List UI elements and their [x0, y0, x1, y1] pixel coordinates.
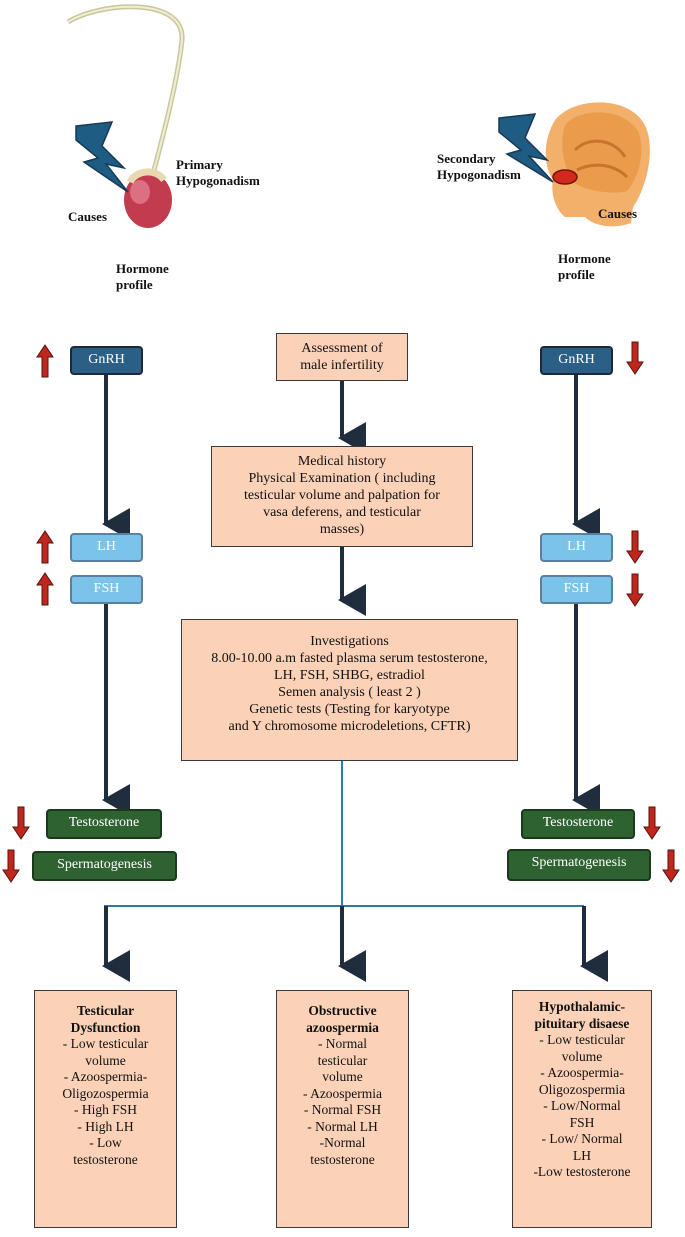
list-item: - Normal testicular volume: [317, 1036, 368, 1084]
list-item: - Low testicular volume: [539, 1032, 625, 1064]
lightning-bolt-icon: [75, 121, 129, 193]
list-item: - Low testicular volume: [62, 1036, 149, 1068]
right-fsh-box: FSH: [540, 575, 613, 604]
list-item: -Normal testosterone: [310, 1135, 375, 1167]
outcome-testicular-dysfunction: Testicular Dysfunction - Low testicular …: [34, 990, 177, 1228]
down-arrow-icon: [2, 849, 20, 883]
left-spermatogenesis-box: Spermatogenesis: [32, 851, 177, 881]
up-arrow-icon: [36, 344, 54, 378]
outcome-list: - Normal testicular volume - Azoospermia…: [277, 1036, 408, 1168]
list-item: - Azoospermia- Oligozospermia: [62, 1069, 149, 1101]
primary-hypogonadism-label: Primary Hypogonadism: [176, 157, 260, 188]
outcome-title: Testicular Dysfunction: [70, 1003, 141, 1035]
outcome-list: - Low testicular volume - Azoospermia- O…: [513, 1032, 651, 1181]
list-item: - Normal FSH: [303, 1102, 382, 1117]
testis-illustration: [66, 4, 185, 228]
right-causes-label: Causes: [598, 206, 638, 221]
outcome-title: Obstructive azoospermia: [306, 1003, 379, 1035]
down-arrow-icon: [626, 530, 644, 564]
right-hormone-profile-label: Hormone profile: [558, 251, 611, 282]
outcome-obstructive-azoospermia: Obstructive azoospermia - Normal testicu…: [276, 990, 409, 1228]
list-item: - High LH: [77, 1118, 134, 1134]
right-spermatogenesis-box: Spermatogenesis: [507, 849, 651, 881]
down-arrow-icon: [643, 806, 661, 840]
list-item: - Azoospermia- Oligozospermia: [538, 1065, 626, 1097]
investigations-box: Investigations 8.00-10.00 a.m fasted pla…: [181, 619, 518, 761]
list-item: - Azoospermia: [302, 1085, 383, 1101]
left-lh-box: LH: [70, 533, 143, 562]
list-item: - Low/ Normal LH: [541, 1131, 623, 1163]
list-item: - High FSH: [73, 1102, 137, 1117]
left-causes-label: Causes: [68, 209, 108, 224]
brain-illustration: [545, 102, 650, 227]
list-item: - Normal LH: [307, 1118, 378, 1134]
left-fsh-box: FSH: [70, 575, 143, 604]
down-arrow-icon: [12, 806, 30, 840]
left-testosterone-box: Testosterone: [46, 809, 162, 839]
up-arrow-icon: [36, 530, 54, 564]
assessment-box: Assessment of male infertility: [276, 333, 408, 381]
secondary-hypogonadism-label: Secondary Hypogonadism: [437, 151, 521, 182]
outcome-title: Hypothalamic- pituitary disaese: [534, 999, 630, 1031]
medical-history-box: Medical history Physical Examination ( i…: [211, 446, 473, 547]
list-item: -Low testosterone: [533, 1164, 631, 1179]
right-gnrh-box: GnRH: [540, 346, 613, 375]
outcome-list: - Low testicular volume - Azoospermia- O…: [35, 1036, 176, 1168]
down-arrow-icon: [626, 573, 644, 607]
right-lh-box: LH: [540, 533, 613, 562]
down-arrow-icon: [662, 849, 680, 883]
right-testosterone-box: Testosterone: [521, 809, 635, 839]
lightning-bolt-icon: [498, 113, 554, 183]
left-gnrh-box: GnRH: [70, 346, 143, 375]
list-item: - Low testosterone: [73, 1135, 138, 1167]
left-hormone-profile-label: Hormone profile: [116, 261, 169, 292]
outcome-hypothalamic-pituitary: Hypothalamic- pituitary disaese - Low te…: [512, 990, 652, 1228]
up-arrow-icon: [36, 572, 54, 606]
list-item: - Low/Normal FSH: [543, 1098, 621, 1130]
down-arrow-icon: [626, 341, 644, 375]
